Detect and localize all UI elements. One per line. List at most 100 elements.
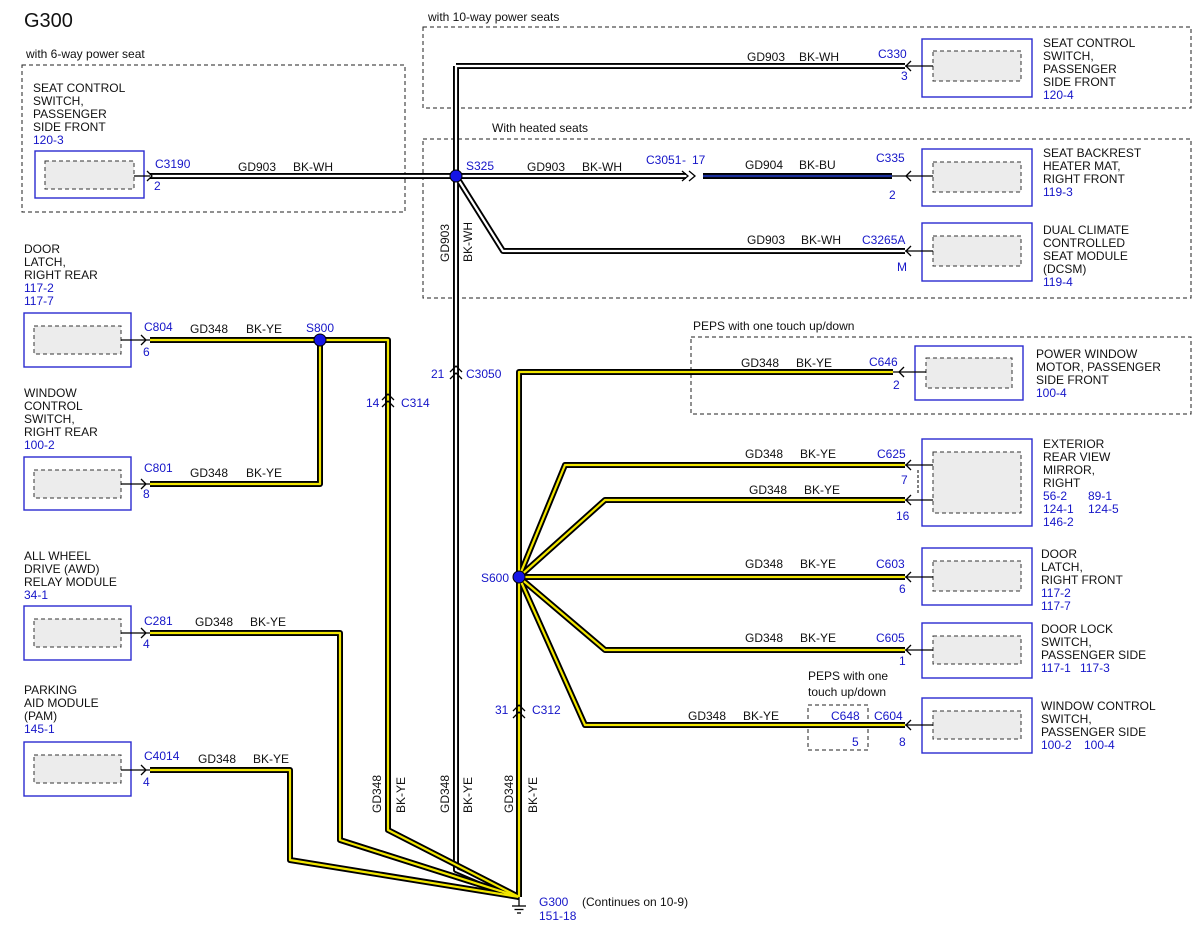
- ground-name: G300: [539, 895, 569, 909]
- splice-s800: [313, 333, 327, 347]
- svg-text:SWITCH,: SWITCH,: [1041, 712, 1092, 726]
- svg-text:GD903: GD903: [747, 233, 785, 247]
- connector-c625: C625 7 16: [877, 447, 933, 523]
- svg-text:BK-WH: BK-WH: [801, 233, 841, 247]
- svg-text:120-4: 120-4: [1043, 88, 1074, 102]
- svg-text:100-4: 100-4: [1036, 386, 1067, 400]
- svg-text:DOOR LOCK: DOOR LOCK: [1041, 622, 1113, 636]
- group-peps-c648: [807, 704, 869, 751]
- svg-text:PASSENGER: PASSENGER: [1043, 62, 1117, 76]
- svg-text:SEAT BACKREST: SEAT BACKREST: [1043, 146, 1142, 160]
- svg-text:GD348: GD348: [198, 752, 236, 766]
- svg-text:BK-YE: BK-YE: [804, 483, 840, 497]
- svg-text:C3190: C3190: [155, 157, 191, 171]
- ground-note: (Continues on 10-9): [582, 895, 688, 909]
- svg-text:120-3: 120-3: [33, 133, 64, 147]
- component-dcsm: DUAL CLIMATE CONTROLLED SEAT MODULE (DCS…: [921, 222, 1129, 289]
- svg-text:SIDE FRONT: SIDE FRONT: [1043, 75, 1116, 89]
- svg-text:REAR VIEW: REAR VIEW: [1043, 450, 1111, 464]
- group-10-way-seats-label: with 10-way power seats: [427, 10, 559, 24]
- svg-text:PASSENGER: PASSENGER: [33, 107, 107, 121]
- svg-text:BK-YE: BK-YE: [461, 777, 475, 813]
- component-door-latch-rr: DOOR LATCH, RIGHT REAR 117-2 117-7: [23, 242, 132, 368]
- svg-text:BK-YE: BK-YE: [800, 631, 836, 645]
- svg-text:119-4: 119-4: [1043, 275, 1073, 289]
- component-window-switch-rr: WINDOW CONTROL SWITCH, RIGHT REAR 100-2: [23, 386, 132, 511]
- svg-text:C646: C646: [869, 355, 898, 369]
- svg-text:SEAT CONTROL: SEAT CONTROL: [1043, 36, 1136, 50]
- svg-text:C330: C330: [878, 47, 907, 61]
- svg-text:C281: C281: [144, 614, 173, 628]
- svg-text:C605: C605: [876, 631, 905, 645]
- svg-text:BK-WH: BK-WH: [293, 160, 333, 174]
- svg-text:16: 16: [896, 509, 910, 523]
- svg-text:BK-YE: BK-YE: [394, 777, 408, 813]
- svg-text:(DCSM): (DCSM): [1043, 262, 1086, 276]
- connector-c603: C603 6: [876, 557, 933, 596]
- component-awd-relay-module: ALL WHEEL DRIVE (AWD) RELAY MODULE 34-1: [23, 549, 132, 661]
- svg-text:2: 2: [893, 378, 900, 392]
- connector-c3051: C3051 - 17: [646, 153, 706, 182]
- component-seat-switch-10way: SEAT CONTROL SWITCH, PASSENGER SIDE FRON…: [921, 36, 1136, 102]
- group-heated-seats-label: With heated seats: [492, 121, 588, 135]
- svg-text:AID MODULE: AID MODULE: [24, 696, 99, 710]
- svg-text:C3050: C3050: [466, 367, 502, 381]
- svg-text:GD903: GD903: [527, 160, 565, 174]
- svg-text:6: 6: [899, 582, 906, 596]
- component-exterior-mirror: EXTERIOR REAR VIEW MIRROR, RIGHT 56-2 89…: [921, 437, 1119, 529]
- svg-text:GD903: GD903: [747, 50, 785, 64]
- svg-text:5: 5: [852, 735, 859, 749]
- svg-text:PASSENGER SIDE: PASSENGER SIDE: [1041, 725, 1146, 739]
- svg-text:BK-YE: BK-YE: [743, 709, 779, 723]
- svg-text:GD348: GD348: [749, 483, 787, 497]
- svg-text:BK-YE: BK-YE: [246, 466, 282, 480]
- svg-text:DOOR: DOOR: [24, 242, 60, 256]
- svg-text:BK-WH: BK-WH: [799, 50, 839, 64]
- svg-text:3: 3: [901, 69, 908, 83]
- svg-text:89-1: 89-1: [1088, 489, 1112, 503]
- connector-c646: C646 2: [869, 355, 926, 392]
- svg-text:117-1: 117-1: [1041, 661, 1071, 675]
- svg-text:BK-YE: BK-YE: [800, 447, 836, 461]
- connector-c314: 14 C314: [366, 393, 430, 410]
- svg-text:RELAY MODULE: RELAY MODULE: [24, 575, 117, 589]
- group-6-way-seat-label: with 6-way power seat: [25, 47, 145, 61]
- splice-s325: [449, 169, 463, 183]
- svg-text:1: 1: [899, 654, 906, 668]
- component-window-switch-ps: WINDOW CONTROL SWITCH, PASSENGER SIDE 10…: [921, 697, 1156, 754]
- svg-text:C604: C604: [874, 709, 903, 723]
- svg-text:119-3: 119-3: [1043, 185, 1073, 199]
- component-parking-aid-module: PARKING AID MODULE (PAM) 145-1: [23, 683, 132, 797]
- svg-text:8: 8: [899, 735, 906, 749]
- splice-s800-label: S800: [306, 321, 334, 335]
- svg-text:100-2: 100-2: [24, 438, 55, 452]
- group-6-way-seat: [21, 64, 406, 213]
- svg-text:SEAT MODULE: SEAT MODULE: [1043, 249, 1128, 263]
- svg-text:C801: C801: [144, 461, 173, 475]
- svg-text:SWITCH,: SWITCH,: [1041, 635, 1092, 649]
- svg-text:GD903: GD903: [438, 224, 452, 262]
- svg-text:GD348: GD348: [195, 615, 233, 629]
- svg-text:PARKING: PARKING: [24, 683, 77, 697]
- svg-text:117-7: 117-7: [1041, 599, 1071, 613]
- svg-text:34-1: 34-1: [24, 588, 48, 602]
- svg-text:124-1: 124-1: [1043, 502, 1074, 516]
- wires: [150, 63, 905, 900]
- svg-text:CONTROLLED: CONTROLLED: [1043, 236, 1125, 250]
- splice-s600-label: S600: [481, 571, 509, 585]
- svg-text:DRIVE (AWD): DRIVE (AWD): [24, 562, 100, 576]
- svg-text:C804: C804: [144, 320, 173, 334]
- connector-c281: C281 4: [121, 614, 173, 651]
- connector-c335: C335 2: [876, 151, 933, 202]
- svg-text:RIGHT FRONT: RIGHT FRONT: [1041, 573, 1123, 587]
- svg-text:124-5: 124-5: [1088, 502, 1119, 516]
- connector-c605: C605 1: [876, 631, 933, 668]
- svg-text:C625: C625: [877, 447, 906, 461]
- svg-text:DUAL CLIMATE: DUAL CLIMATE: [1043, 223, 1129, 237]
- svg-text:4: 4: [143, 637, 150, 651]
- svg-text:SWITCH,: SWITCH,: [1043, 49, 1094, 63]
- svg-text:MIRROR,: MIRROR,: [1043, 463, 1095, 477]
- svg-text:100-4: 100-4: [1084, 738, 1115, 752]
- svg-text:RIGHT REAR: RIGHT REAR: [24, 268, 98, 282]
- svg-text:100-2: 100-2: [1041, 738, 1072, 752]
